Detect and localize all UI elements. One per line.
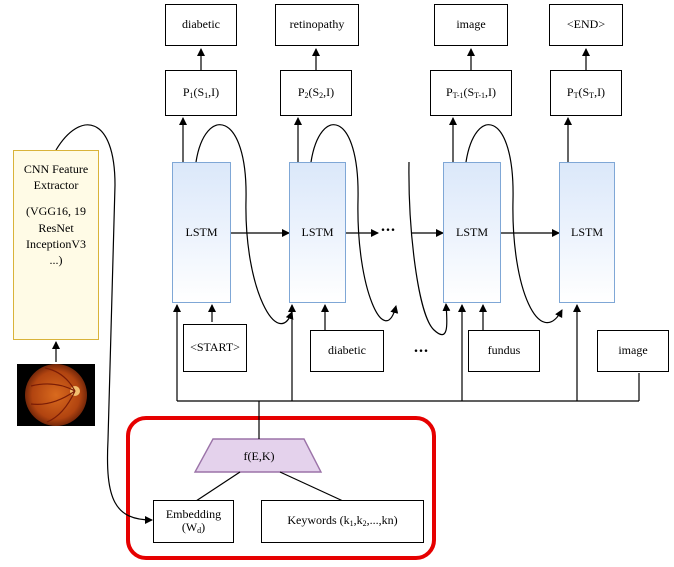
- cnn-line-6: ...): [49, 252, 63, 267]
- lstm-label-2: LSTM: [301, 225, 334, 239]
- lstm-label-1: LSTM: [185, 225, 218, 239]
- prob-box-3: PT-1(ST-1,I): [430, 70, 512, 116]
- input-word-2: diabetic: [328, 343, 366, 358]
- prob-label-2: P2(S2,I): [297, 84, 335, 100]
- output-word-1: diabetic: [182, 17, 220, 32]
- lstm-cell-4: LSTM: [559, 162, 615, 303]
- output-word-box-4: <END>: [549, 4, 623, 46]
- output-word-2: retinopathy: [289, 17, 345, 32]
- input-word-3: fundus: [487, 343, 521, 358]
- input-word-1: <START>: [190, 340, 240, 355]
- input-word-box-1: <START>: [183, 324, 247, 372]
- lstm-label-3: LSTM: [455, 225, 488, 239]
- cnn-to-embedding-curve: [55, 124, 153, 524]
- embedding-to-fusion: [195, 471, 241, 502]
- output-word-box-2: retinopathy: [275, 4, 359, 46]
- fusion-label: f(E,K): [243, 449, 275, 463]
- recurrent-curve-2: [310, 124, 399, 322]
- cnn-line-3: (VGG16, 19: [26, 204, 86, 219]
- keywords-label: Keywords (k1,k2,...,kn): [287, 513, 398, 529]
- cnn-line-4: ResNet: [38, 220, 74, 235]
- embedding-line-1: Embedding: [165, 506, 222, 521]
- input-word-box-2: diabetic: [310, 330, 384, 372]
- lstm-cell-3: LSTM: [443, 162, 501, 303]
- cnn-line-2: Extractor: [33, 178, 79, 193]
- fundus-image: [17, 364, 95, 426]
- cnn-line-1: CNN Feature: [23, 162, 89, 176]
- prob-label-4: PT(ST,I): [566, 84, 606, 100]
- prob-box-2: P2(S2,I): [280, 70, 352, 116]
- cnn-feature-extractor: CNN Feature Extractor (VGG16, 19 ResNet …: [13, 150, 99, 340]
- embedding-box: Embedding (Wd): [153, 500, 234, 543]
- prob-box-4: PT(ST,I): [550, 70, 622, 116]
- fusion-trapezoid: [193, 438, 323, 473]
- prob-label-3: PT-1(ST-1,I): [445, 84, 496, 100]
- embedding-line-2: (Wd): [181, 520, 206, 536]
- recurrent-curve-3: [408, 161, 451, 336]
- keywords-box: Keywords (k1,k2,...,kn): [261, 500, 424, 543]
- cnn-line-5: InceptionV3: [26, 236, 86, 251]
- input-word-box-3: fundus: [468, 330, 540, 372]
- lstm-cell-1: LSTM: [172, 162, 231, 303]
- lstm-label-4: LSTM: [570, 225, 603, 239]
- lstm-cell-2: LSTM: [289, 162, 346, 303]
- middle-ellipsis: ...: [381, 218, 396, 235]
- prob-label-1: P1(S1,I): [182, 84, 220, 100]
- bottom-ellipsis: ...: [414, 339, 429, 356]
- recurrent-curve-4: [465, 124, 563, 324]
- recurrent-curve-1: [195, 124, 294, 325]
- output-word-box-1: diabetic: [165, 4, 237, 46]
- prob-box-1: P1(S1,I): [165, 70, 237, 116]
- input-word-box-4: image: [597, 330, 669, 372]
- input-word-4: image: [618, 343, 648, 358]
- output-word-3: image: [456, 17, 486, 32]
- output-word-box-3: image: [434, 4, 508, 46]
- keyword-embedding-highlight: [126, 416, 436, 560]
- keywords-to-fusion: [279, 471, 344, 502]
- output-word-4: <END>: [566, 17, 606, 32]
